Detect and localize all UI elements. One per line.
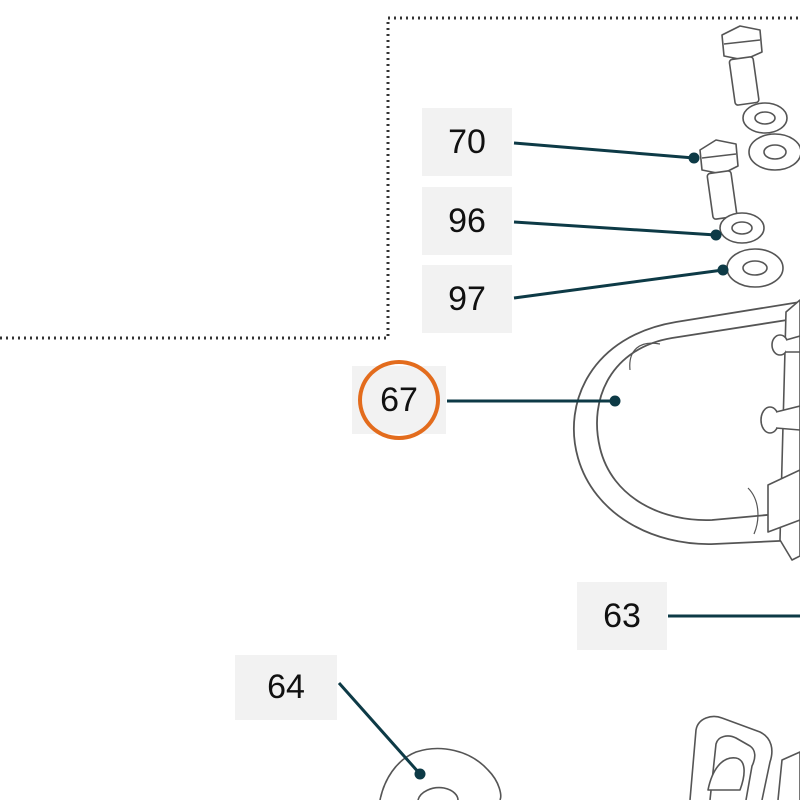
part-64: [379, 747, 502, 800]
leader-96: [513, 220, 717, 237]
washer-97: [726, 248, 784, 288]
washer-96: [719, 212, 765, 244]
callout-63: 63: [577, 582, 667, 650]
leader-70: [513, 141, 695, 160]
callout-97: 97: [422, 265, 512, 333]
leader-97: [513, 268, 724, 300]
lower-bracket: [689, 715, 800, 800]
part-drawings: [379, 25, 800, 800]
bolt-70: [699, 139, 739, 220]
inset-dotted-border: [0, 16, 800, 340]
callout-96: 96: [422, 187, 512, 255]
callout-64: 64: [235, 655, 337, 720]
leader-lines: [337, 141, 800, 775]
callout-70: 70: [422, 108, 512, 176]
callout-67: 67: [352, 366, 446, 434]
leader-dot-67: [609, 395, 621, 407]
leader-64: [337, 682, 422, 775]
washers-upper: [742, 102, 800, 171]
leader-dot-96: [710, 229, 722, 241]
leader-dot-64: [414, 768, 426, 780]
mounting-plate: [760, 299, 800, 561]
bolt-upper: [721, 25, 763, 106]
leader-endpoints: [414, 152, 729, 780]
leader-dot-70: [688, 152, 700, 164]
u-bracket-67: [573, 301, 800, 545]
leader-dot-97: [717, 264, 729, 276]
